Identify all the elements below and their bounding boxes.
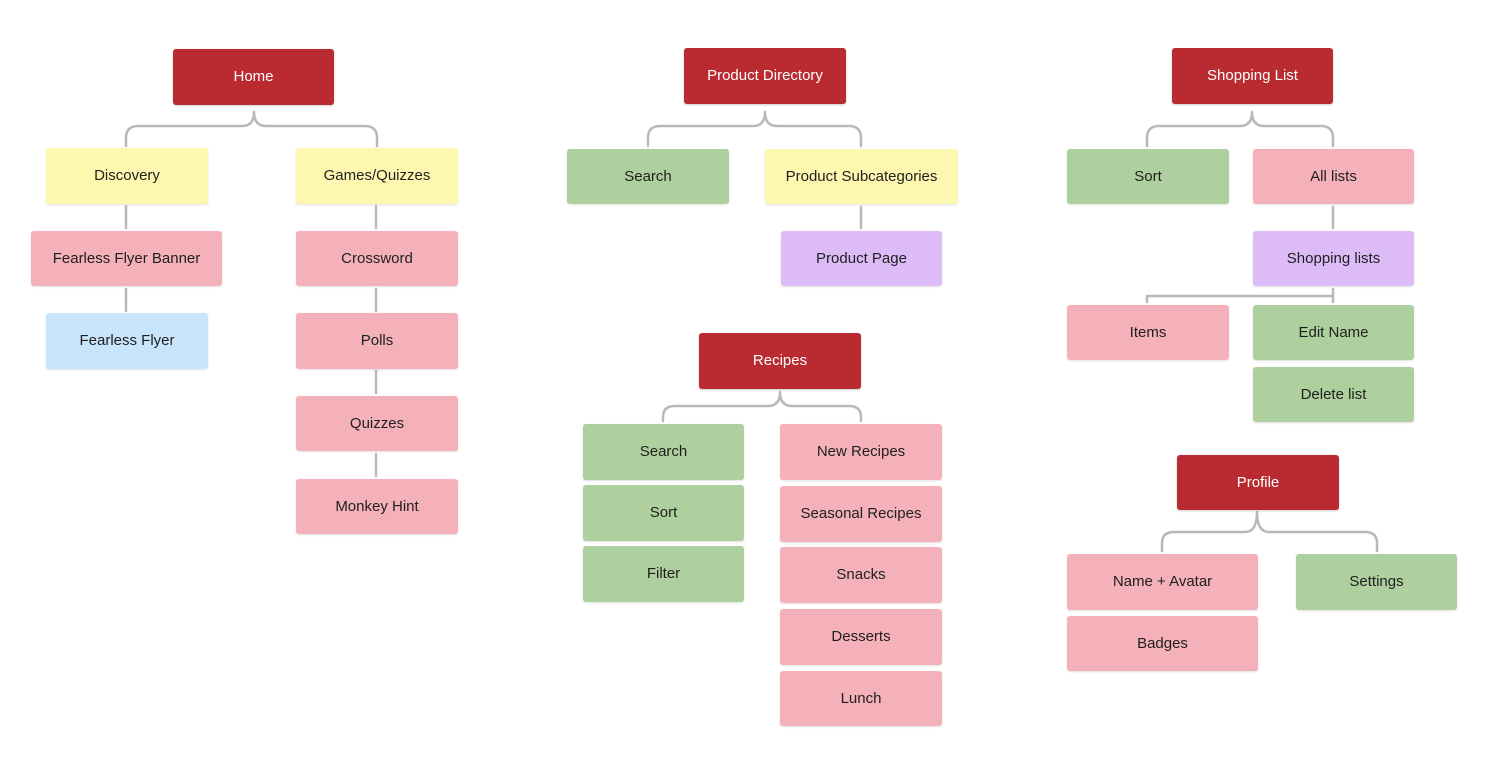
product-directory-brace xyxy=(646,110,863,148)
seasonal-recipes-node[interactable]: Seasonal Recipes xyxy=(780,486,942,542)
shopping-lists-node[interactable]: Shopping lists xyxy=(1253,231,1414,286)
quizzes-node[interactable]: Quizzes xyxy=(296,396,458,451)
recipes-sort-node[interactable]: Sort xyxy=(583,485,744,541)
games-quizzes-node[interactable]: Games/Quizzes xyxy=(296,148,458,204)
all-lists-node[interactable]: All lists xyxy=(1253,149,1414,204)
lunch-node[interactable]: Lunch xyxy=(780,671,942,726)
profile-brace xyxy=(1160,510,1379,553)
delete-list-node[interactable]: Delete list xyxy=(1253,367,1414,422)
home-node[interactable]: Home xyxy=(173,49,334,105)
new-recipes-node[interactable]: New Recipes xyxy=(780,424,942,480)
monkey-hint-node[interactable]: Monkey Hint xyxy=(296,479,458,534)
discovery-node[interactable]: Discovery xyxy=(46,148,208,204)
product-search-node[interactable]: Search xyxy=(567,149,729,204)
product-page-node[interactable]: Product Page xyxy=(781,231,942,286)
shopping-sort-node[interactable]: Sort xyxy=(1067,149,1229,204)
fearless-flyer-node[interactable]: Fearless Flyer xyxy=(46,313,208,369)
product-subcategories-node[interactable]: Product Subcategories xyxy=(765,149,958,204)
snacks-node[interactable]: Snacks xyxy=(780,547,942,603)
items-node[interactable]: Items xyxy=(1067,305,1229,360)
shopping-list-node[interactable]: Shopping List xyxy=(1172,48,1333,104)
home-brace xyxy=(124,110,379,148)
edit-name-node[interactable]: Edit Name xyxy=(1253,305,1414,360)
recipes-search-node[interactable]: Search xyxy=(583,424,744,480)
crossword-node[interactable]: Crossword xyxy=(296,231,458,286)
recipes-filter-node[interactable]: Filter xyxy=(583,546,744,602)
polls-node[interactable]: Polls xyxy=(296,313,458,369)
settings-node[interactable]: Settings xyxy=(1296,554,1457,610)
desserts-node[interactable]: Desserts xyxy=(780,609,942,665)
recipes-node[interactable]: Recipes xyxy=(699,333,861,389)
recipes-brace xyxy=(661,390,863,423)
name-avatar-node[interactable]: Name + Avatar xyxy=(1067,554,1258,610)
fearless-flyer-banner-node[interactable]: Fearless Flyer Banner xyxy=(31,231,222,286)
product-directory-node[interactable]: Product Directory xyxy=(684,48,846,104)
shopping-split xyxy=(1145,294,1335,304)
profile-node[interactable]: Profile xyxy=(1177,455,1339,510)
badges-node[interactable]: Badges xyxy=(1067,616,1258,671)
shopping-list-brace xyxy=(1145,110,1335,148)
